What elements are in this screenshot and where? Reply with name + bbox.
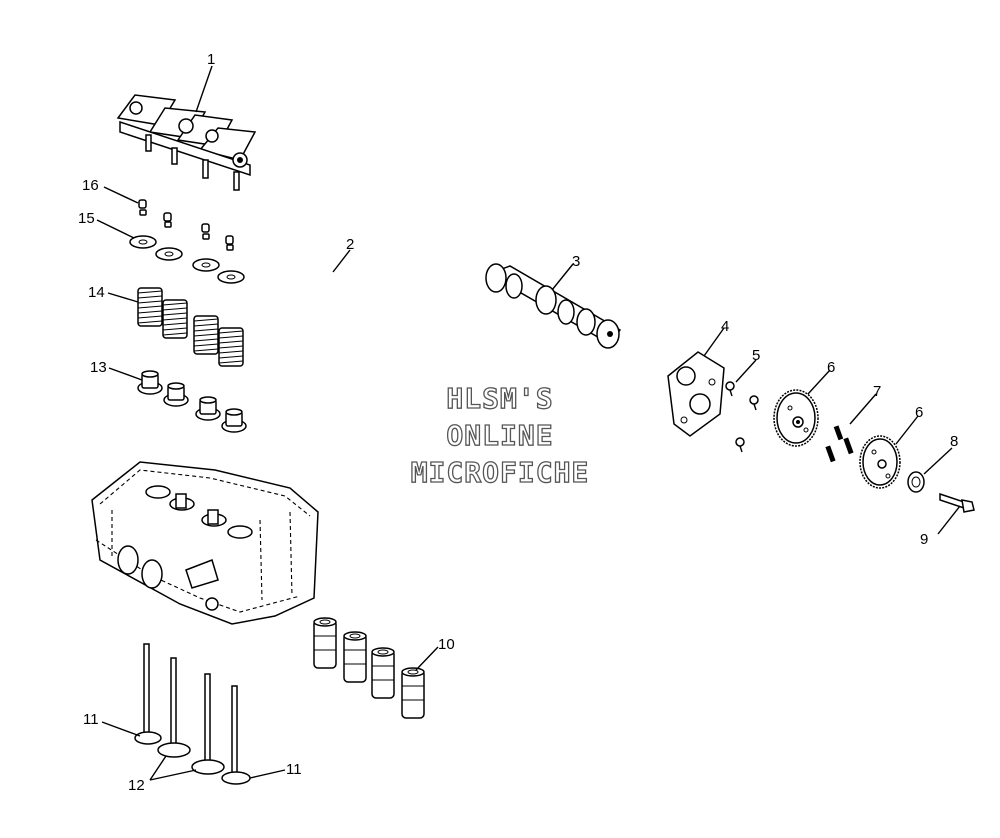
- push-rods[interactable]: [325, 274, 416, 477]
- callout-7: 7: [873, 383, 881, 400]
- callout-1: 1: [207, 51, 215, 68]
- callout-6a: 6: [827, 359, 835, 376]
- callout-8: 8: [950, 433, 958, 450]
- cylinder-head[interactable]: [91, 461, 319, 625]
- valve-springs[interactable]: [137, 287, 244, 367]
- cam-gear[interactable]: [773, 389, 819, 447]
- callout-16: 16: [82, 177, 99, 194]
- watermark-line-2: ONLINE: [446, 419, 553, 452]
- screws[interactable]: [725, 381, 759, 453]
- callout-10: 10: [438, 636, 455, 653]
- idler-gear[interactable]: [859, 435, 901, 489]
- rocker-arm-assembly[interactable]: [116, 94, 257, 191]
- watermark-line-1: HLSM'S: [446, 382, 553, 415]
- callout-3: 3: [572, 253, 580, 270]
- callout-12: 12: [128, 777, 145, 794]
- callout-11b: 11: [286, 761, 302, 778]
- watermark-line-3: MICROFICHE: [411, 456, 590, 489]
- callout-2: 2: [346, 236, 354, 253]
- camshaft[interactable]: [485, 263, 622, 349]
- washer[interactable]: [907, 471, 925, 493]
- valve-stem-seals[interactable]: [137, 370, 247, 433]
- callout-9: 9: [920, 531, 928, 548]
- exhaust-valves[interactable]: [134, 643, 251, 785]
- callout-5: 5: [752, 347, 760, 364]
- callout-13: 13: [90, 359, 107, 376]
- callout-11a: 11: [83, 711, 99, 728]
- valve-lifters[interactable]: [313, 617, 425, 719]
- camshaft-cover-gasket[interactable]: [667, 351, 725, 437]
- dowel-pins[interactable]: [825, 425, 854, 463]
- watermark: HLSM'S ONLINE MICROFICHE: [410, 381, 590, 489]
- callout-4: 4: [721, 318, 729, 335]
- callout-15: 15: [78, 210, 95, 227]
- intake-valves[interactable]: [157, 657, 225, 775]
- valve-keepers[interactable]: [138, 199, 234, 251]
- bolt[interactable]: [939, 492, 975, 513]
- spring-retainers[interactable]: [129, 235, 245, 284]
- callout-6b: 6: [915, 404, 923, 421]
- callout-14: 14: [88, 284, 105, 301]
